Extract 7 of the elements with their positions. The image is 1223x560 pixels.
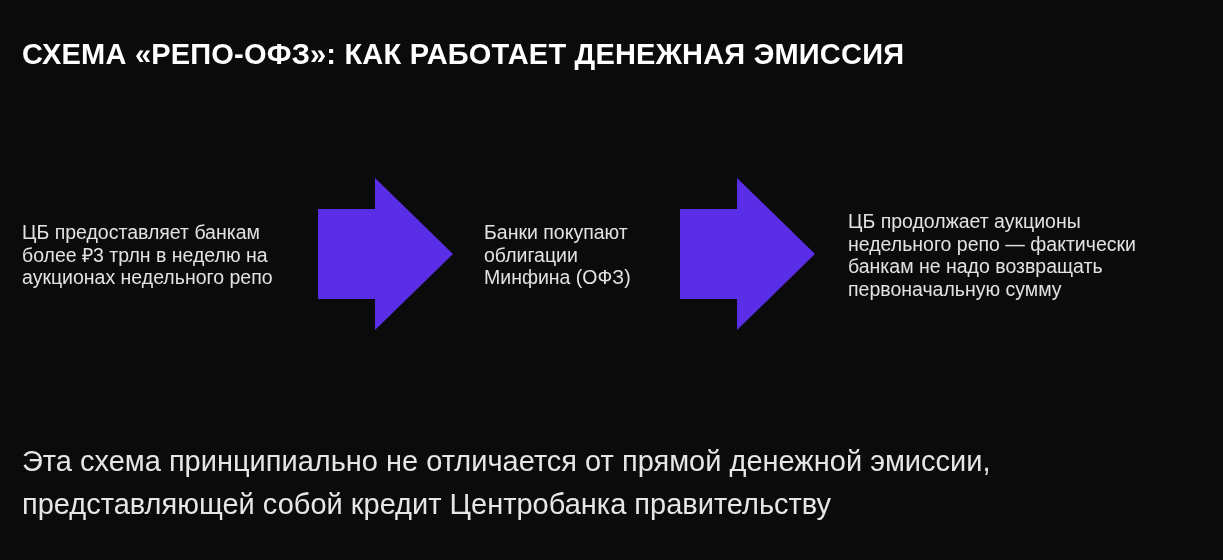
block-arrow xyxy=(680,178,815,330)
step-text: ЦБ предоставляет банкам более ₽3 трлн в неделю на аукционах недельного репо xyxy=(22,221,274,289)
step-text: ЦБ продолжает аукционы недельного репо — фактически банкам не надо возвращать первоначальную сумму xyxy=(848,210,1137,300)
title: СХЕМА «РЕПО-ОФЗ»: КАК РАБОТАЕТ ДЕНЕЖНАЯ ЭМИССИЯ xyxy=(22,38,905,71)
caption: Эта схема принципиально не отличается от прямой денежной эмиссии, представляющей собой кредит Центробанка правительству xyxy=(22,444,992,522)
step-text: Банки покупают облигации Минфина (ОФЗ) xyxy=(484,221,632,289)
block-arrow xyxy=(318,178,453,330)
